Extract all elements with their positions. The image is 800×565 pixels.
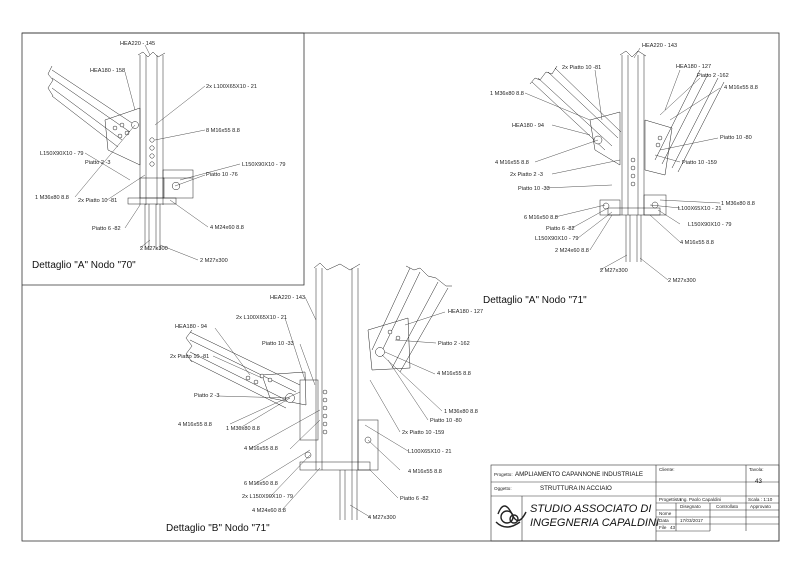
studio-name-line1: STUDIO ASSOCIATO DI [530,503,651,515]
detail-a70-title: Dettaglio "A" Nodo "70" [32,260,136,271]
detail-b71-drawing [185,262,452,520]
detail-label: Piatto 10 -80 [720,135,752,141]
detail-label: 4 M16x55 8.8 [680,240,714,246]
detail-label: Piatto 2 -162 [697,73,729,79]
detail-label: HEA180 - 127 [448,309,483,315]
detail-label: 4 M16x55 8.8 [244,446,278,452]
detail-b71-labels: HEA220 - 143 2x L100X65X10 - 21 HEA180 -… [166,295,483,534]
detail-label: HEA180 - 158 [90,68,125,74]
detail-label: L100X65X10 - 21 [408,449,452,455]
detail-label: HEA220 - 143 [270,295,305,301]
detail-label: 4 M16x55 8.8 [437,371,471,377]
title-block [490,464,780,542]
detail-label: 8 M16x55 8.8 [206,128,240,134]
detail-label: 4 M16x55 8.8 [408,469,442,475]
detail-label: HEA220 - 145 [120,41,155,47]
detail-label: 6 M16x50 8.8 [244,481,278,487]
detail-a71-labels: HEA220 - 143 2x Piatto 10 -81 HEA180 - 1… [483,43,758,306]
cliente-label: Cliente: [659,467,675,472]
detail-label: 2x Piatto 10 -81 [170,354,209,360]
disegnato-label: Disegnato [680,504,701,509]
detail-label: Piatto 10 -159 [682,160,717,166]
detail-label: Piatto 2 -3 [85,160,111,166]
oggetto-value: STRUTTURA IN ACCIAIO [540,485,612,492]
data-label: Data [659,518,669,523]
detail-label: 4 M16x55 8.8 [724,85,758,91]
scala-value: Scala : 1:10 [748,497,773,502]
detail-a71-title: Dettaglio "A" Nodo "71" [483,295,587,306]
detail-a70-labels: HEA220 - 145 HEA180 - 158 2x L100X65X10 … [32,41,286,271]
detail-label: Piatto 2 -162 [438,341,470,347]
detail-label: 4 M16x55 8.8 [178,422,212,428]
detail-label: Piatto 2 -3 [194,393,220,399]
detail-label: 2 M27x300 [140,246,168,252]
detail-label: 2x L150X90X10 - 79 [242,494,293,500]
detail-label: 2x L100X65X10 - 21 [206,84,257,90]
progettista-label: Progettista: [659,497,682,502]
detail-label: HEA180 - 127 [676,64,711,70]
tavola-label: Tavola: [749,467,764,472]
detail-label: L150X90X10 - 79 [40,151,84,157]
detail-label: 6 M16x50 8.8 [524,215,558,221]
detail-label: L150X90X10 - 79 [688,222,732,228]
detail-label: 1 M36x80 8.8 [490,91,524,97]
detail-label: Piatto 6 -82 [92,226,121,232]
approvato-label: Approvato [750,504,771,509]
detail-label: 2x Piatto 10 -81 [78,198,117,204]
detail-label: Piatto 10 -33 [518,186,550,192]
detail-label: Piatto 10 -33 [262,341,294,347]
progetto-label: Progetto: [494,472,513,477]
detail-label: L100X65X10 - 21 [678,206,722,212]
nome-label: Nome [659,511,672,516]
controllato-label: Controllato [716,504,739,509]
detail-label: 2 M24x60 8.8 [555,248,589,254]
progettista-value: Ing. Paolo Capaldini [680,497,721,502]
detail-label: 1 M36x80 8.8 [35,195,69,201]
detail-label: Piatto 6 -82 [400,496,429,502]
data-value: 17/03/2017 [680,518,703,523]
detail-label: HEA180 - 94 [512,123,544,129]
detail-a70-frame [22,32,305,286]
detail-label: 2 M27x300 [668,278,696,284]
progetto-value: AMPLIAMENTO CAPANNONE INDUSTRIALE [515,471,643,478]
detail-label: 2x L100X65X10 - 21 [236,315,287,321]
detail-a71-drawing [524,47,725,281]
detail-label: 2x Piatto 10 -81 [562,65,601,71]
detail-label: HEA180 - 94 [175,324,207,330]
detail-label: 4 M27x300 [368,515,396,521]
sheet-frame [21,32,780,542]
detail-label: 4 M16x55 8.8 [495,160,529,166]
detail-label: 2 M27x300 [600,268,628,274]
detail-label: 2x Piatto 2 -3 [510,172,543,178]
detail-label: 4 M24x60 8.8 [210,225,244,231]
detail-label: 2 M27x300 [200,258,228,264]
detail-label: 2x Piatto 10 -159 [402,430,444,436]
detail-label: 4 M24x60 8.8 [252,508,286,514]
file-label: File [659,525,667,530]
detail-label: 1 M36x80 8.8 [444,409,478,415]
studio-name-line2: INGEGNERIA CAPALDINI [530,517,659,529]
detail-b71-title: Dettaglio "B" Nodo "71" [166,523,270,534]
detail-label: Piatto 10 -80 [430,418,462,424]
detail-label: 1 M36x80 8.8 [721,201,755,207]
detail-label: L150X90X10 - 79 [535,236,579,242]
tavola-value: 43 [755,478,762,485]
title-block-text: Progetto: AMPLIAMENTO CAPANNONE INDUSTRI… [494,467,773,530]
studio-logo [495,505,527,528]
detail-a70-drawing [47,44,241,261]
detail-label: 1 M36x80 8.8 [226,426,260,432]
detail-label: HEA220 - 143 [642,43,677,49]
detail-label: Piatto 6 -82 [546,226,575,232]
file-value: 43 [670,525,676,530]
detail-label: Piatto 10 -76 [206,172,238,178]
oggetto-label: Oggetto: [494,486,512,491]
detail-label: L150X90X10 - 79 [242,162,286,168]
